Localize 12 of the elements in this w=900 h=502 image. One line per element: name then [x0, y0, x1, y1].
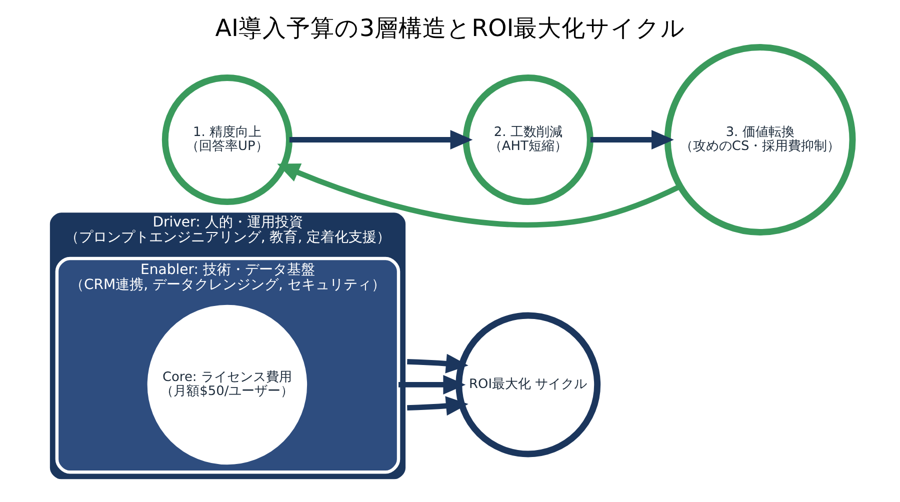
diagram-title: AI導入予算の3層構造とROI最大化サイクル — [214, 14, 686, 42]
arrow — [590, 130, 674, 150]
arrow — [406, 354, 468, 374]
arrow — [398, 374, 466, 395]
node-circle: Core: ライセンス費用 （月額$50/ユーザー） — [146, 304, 307, 465]
node-circle: 2. 工数削減 （AHT短縮） — [462, 74, 593, 206]
arrow — [276, 163, 680, 228]
node-circle: 1. 精度向上 （回答率UP） — [161, 74, 292, 206]
arrow — [406, 396, 468, 416]
arrow — [288, 130, 472, 150]
node-circle: 3. 価値転換 （攻めのCS・採用費抑制） — [664, 44, 856, 236]
node-circle: ROI最大化 サイクル — [455, 312, 600, 458]
